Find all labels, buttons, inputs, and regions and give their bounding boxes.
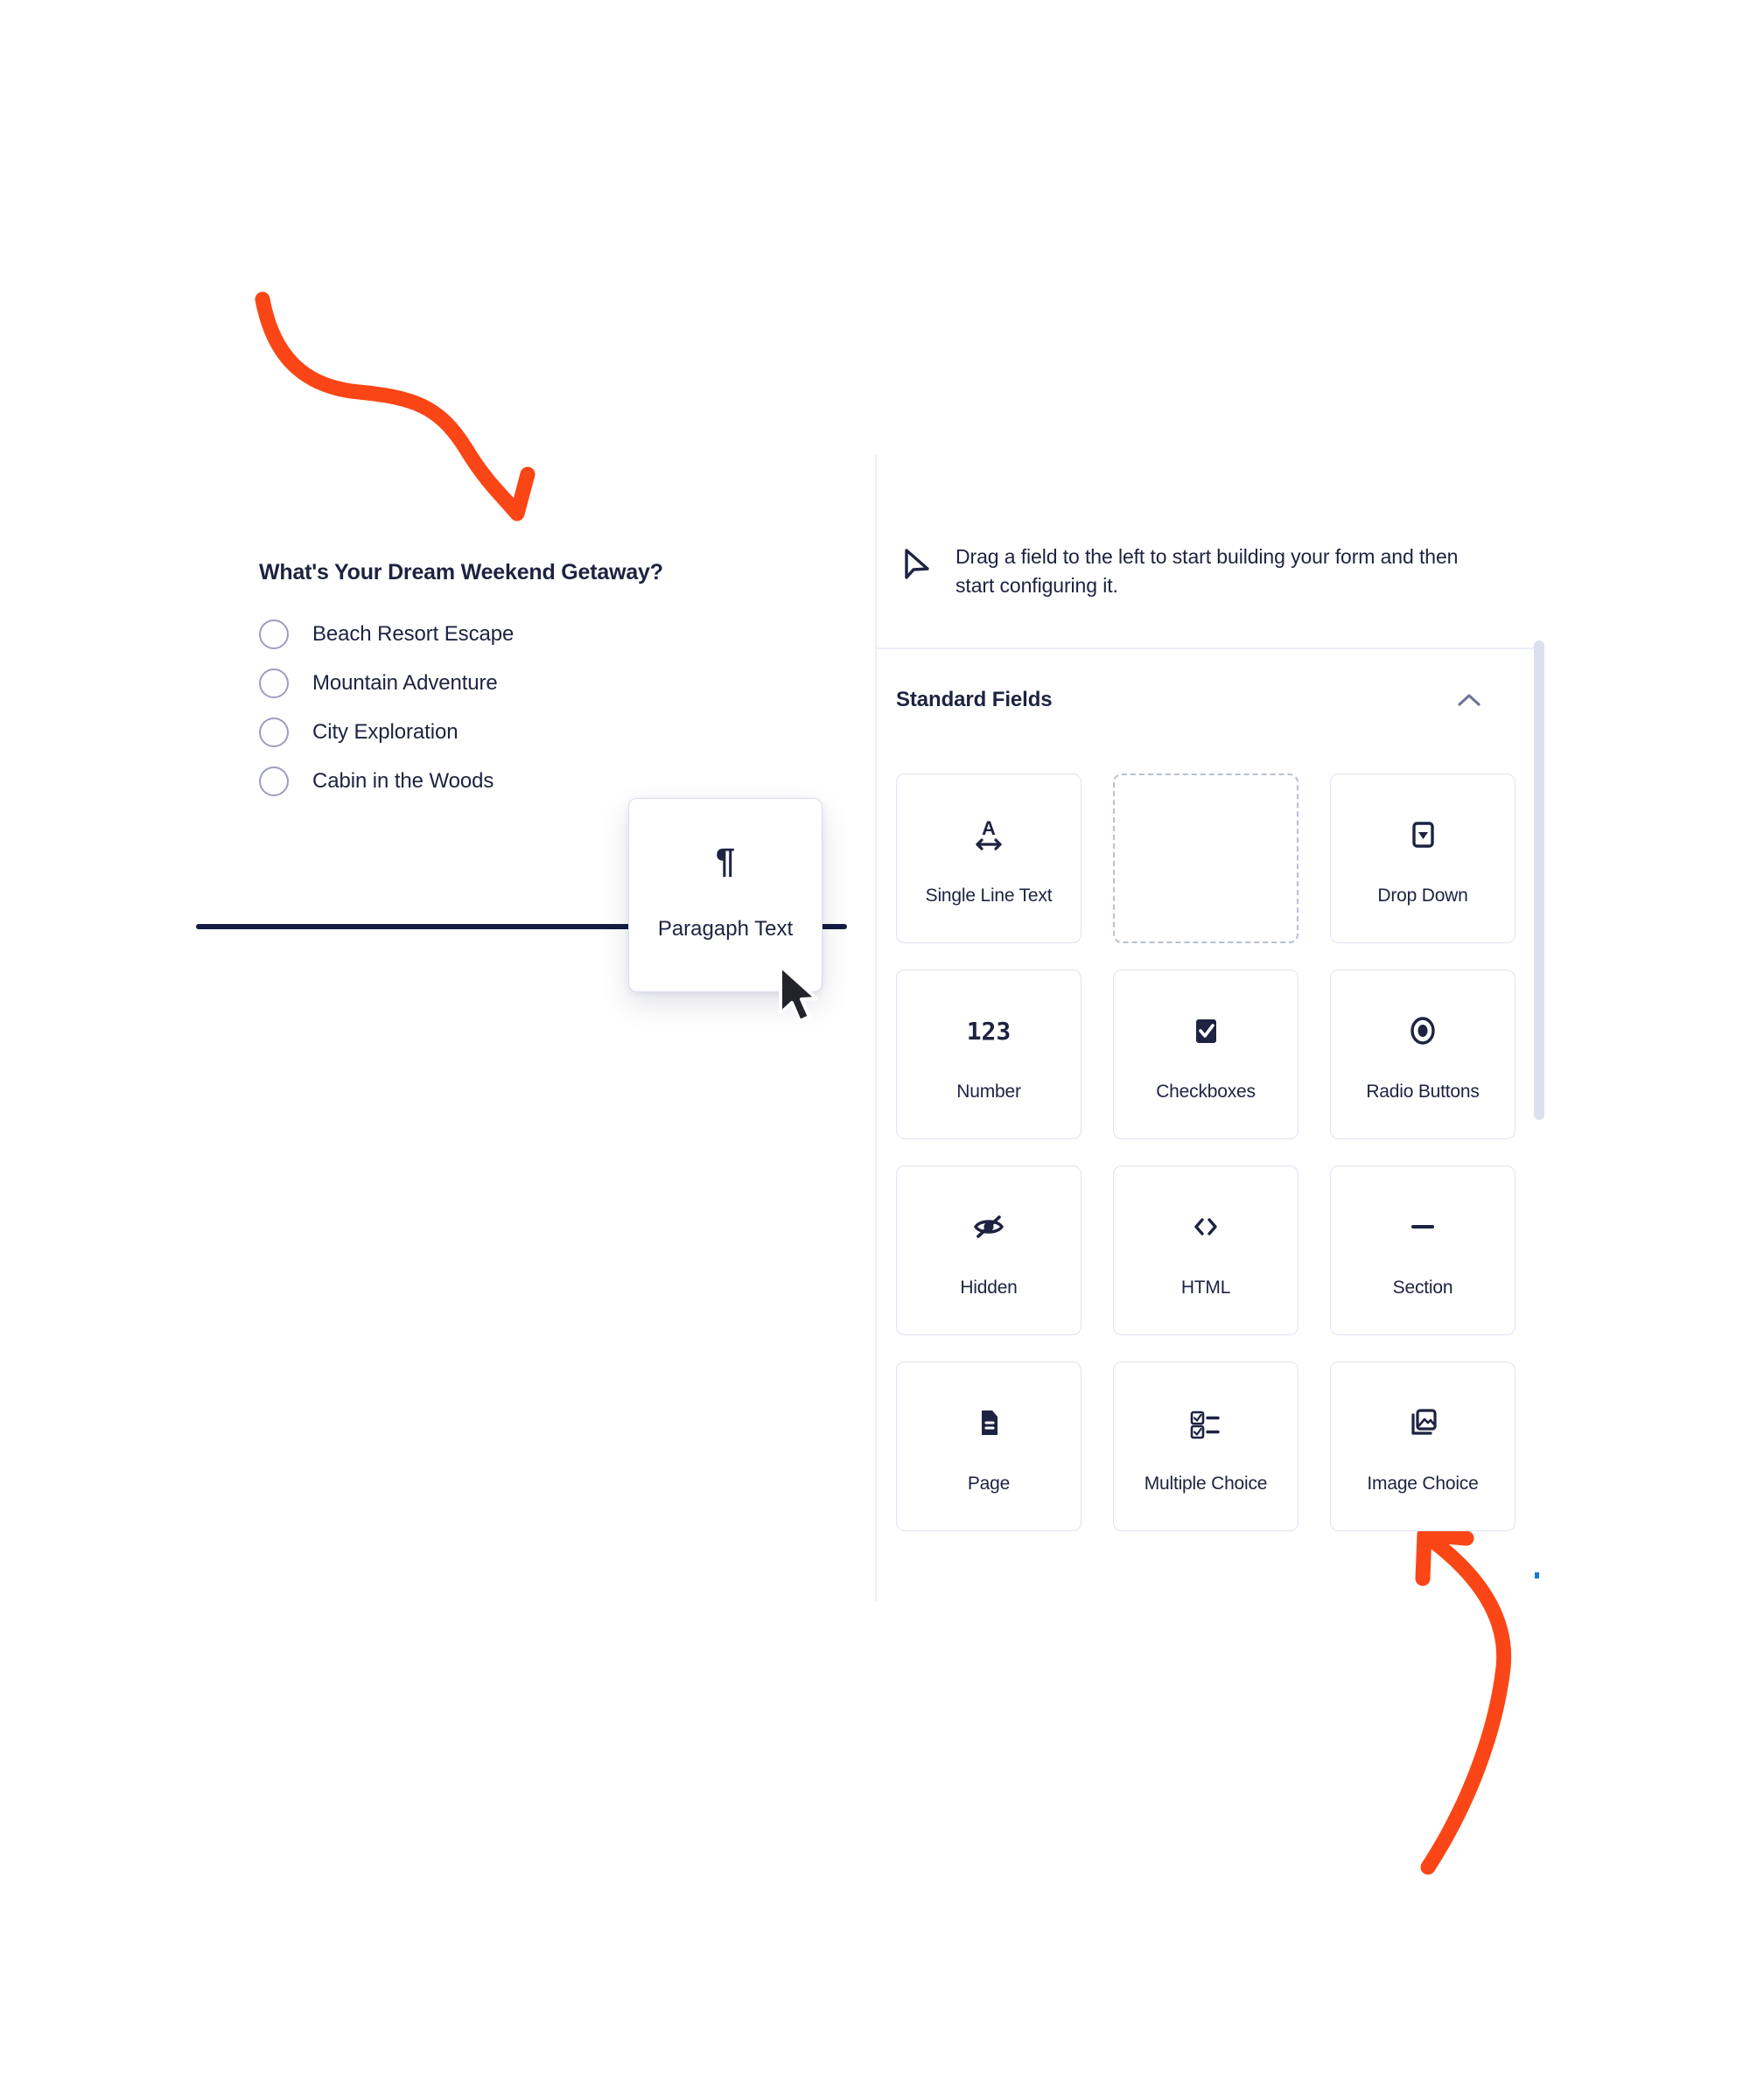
- field-tile-number[interactable]: 123 Number: [896, 970, 1082, 1139]
- pilcrow-icon: ¶: [715, 842, 736, 880]
- standard-fields-panel: Drag a field to the left to start buildi…: [875, 455, 1540, 1601]
- field-tile-empty-slot[interactable]: [1113, 774, 1298, 943]
- dropdown-icon: [1404, 810, 1442, 859]
- list-item-label: City Exploration: [312, 720, 458, 744]
- field-tile-section[interactable]: Section: [1330, 1166, 1516, 1335]
- field-tile-label: Hidden: [960, 1278, 1018, 1298]
- cursor-arrow-icon: [905, 549, 929, 579]
- radio-circle-icon[interactable]: [259, 668, 289, 698]
- field-tile-label: Page: [967, 1474, 1011, 1494]
- list-item-label: Mountain Adventure: [312, 671, 498, 695]
- drag-hint: Drag a field to the left to start buildi…: [877, 455, 1540, 648]
- stray-pixel-artifact: [1535, 1572, 1539, 1578]
- field-tile-label: Single Line Text: [925, 886, 1053, 906]
- number-123-icon: 123: [967, 1006, 1012, 1055]
- field-tile-label: Section: [1392, 1278, 1453, 1298]
- dragged-field-label: Paragaph Text: [657, 917, 794, 941]
- radio-circle-icon[interactable]: [259, 620, 289, 649]
- list-item[interactable]: Mountain Adventure: [259, 659, 819, 708]
- drop-position-indicator: [196, 924, 847, 929]
- radio-circle-icon[interactable]: [259, 718, 289, 747]
- field-tile-radio-buttons[interactable]: Radio Buttons: [1330, 970, 1516, 1139]
- dragged-field-card[interactable]: ¶ Paragaph Text: [628, 798, 822, 992]
- list-item[interactable]: Beach Resort Escape: [259, 610, 819, 659]
- field-tile-label: HTML: [1180, 1278, 1231, 1298]
- checklist-icon: [1185, 1398, 1227, 1447]
- field-tile-label: Image Choice: [1367, 1474, 1479, 1494]
- image-stack-icon: [1404, 1398, 1442, 1447]
- page-title: What's Your Dream Weekend Getaway?: [259, 560, 663, 584]
- field-tile-label: Number: [956, 1082, 1021, 1102]
- curved-arrow-down-icon: [255, 291, 536, 522]
- list-item[interactable]: Cabin in the Woods: [259, 757, 819, 806]
- drag-hint-text: Drag a field to the left to start buildi…: [956, 545, 1459, 597]
- section-header[interactable]: Standard Fields: [877, 648, 1540, 751]
- radio-circle-icon[interactable]: [259, 766, 289, 796]
- field-tile-image-choice[interactable]: Image Choice: [1330, 1362, 1516, 1531]
- text-width-icon: A: [970, 810, 1008, 859]
- section-title: Standard Fields: [896, 688, 1053, 711]
- field-tile-hidden[interactable]: Hidden: [896, 1166, 1082, 1335]
- field-tile-label: Radio Buttons: [1366, 1082, 1480, 1102]
- field-tile-label: Multiple Choice: [1144, 1474, 1268, 1494]
- chevron-up-icon[interactable]: [1456, 691, 1482, 709]
- eye-slash-icon: [970, 1202, 1008, 1251]
- list-item-label: Beach Resort Escape: [312, 622, 514, 646]
- mouse-cursor-icon: [779, 964, 818, 1023]
- number-123-glyph: 123: [966, 1016, 1012, 1046]
- field-tile-multiple-choice[interactable]: Multiple Choice: [1113, 1362, 1298, 1531]
- minus-dash-icon: [1404, 1202, 1442, 1251]
- fields-grid: A Single Line Text: [877, 751, 1540, 1531]
- field-tile-label: Checkboxes: [1156, 1082, 1256, 1102]
- panel-scrollbar[interactable]: [1534, 640, 1544, 1120]
- field-tile-html[interactable]: HTML: [1113, 1166, 1298, 1335]
- svg-text:A: A: [982, 817, 996, 839]
- checkbox-checked-icon: [1186, 1006, 1225, 1055]
- field-tile-single-line-text[interactable]: A Single Line Text: [896, 774, 1082, 943]
- document-page-icon: [970, 1398, 1008, 1447]
- form-preview: What's Your Dream Weekend Getaway? Beach…: [259, 560, 819, 806]
- list-item-label: Cabin in the Woods: [312, 769, 494, 793]
- field-tile-page[interactable]: Page: [896, 1362, 1082, 1531]
- code-brackets-icon: [1186, 1202, 1225, 1251]
- field-tile-checkboxes[interactable]: Checkboxes: [1113, 970, 1298, 1139]
- field-tile-label: Drop Down: [1377, 886, 1468, 906]
- field-tile-drop-down[interactable]: Drop Down: [1330, 774, 1516, 943]
- radio-selected-icon: [1404, 1006, 1442, 1055]
- list-item[interactable]: City Exploration: [259, 708, 819, 757]
